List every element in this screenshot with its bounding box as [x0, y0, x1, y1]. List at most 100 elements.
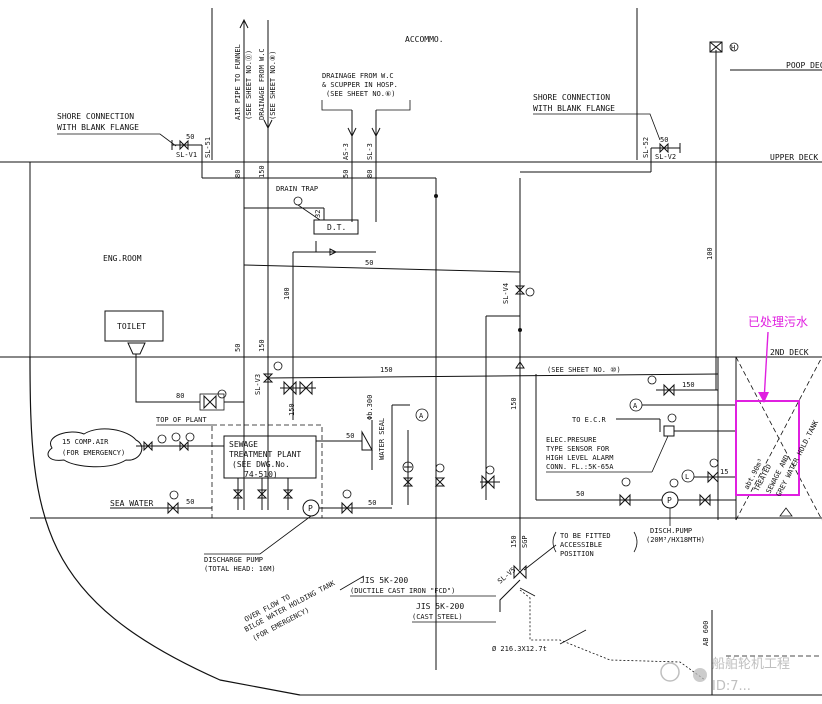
- stp-pump-letter: P: [308, 504, 313, 513]
- watermark-avatar-icon: [693, 668, 707, 682]
- hull-shell: [29, 356, 301, 696]
- fitted-note: TO BE FITTED ACCESSIBLE POSITION: [523, 531, 638, 571]
- elec-leader: [651, 435, 669, 473]
- sl-v1-tag: SL-V1: [176, 151, 197, 159]
- jis-cast-material: (CAST STEEL): [412, 613, 463, 621]
- drainage-wc-arrow-icon: [263, 119, 273, 130]
- annotation-arrow-line: [763, 331, 769, 402]
- pipe-150-upper: [267, 373, 719, 379]
- overflow-leader: [339, 575, 365, 591]
- stp-outline: [211, 424, 323, 519]
- overboard-hatched-pipe: [519, 589, 706, 681]
- shore-right-leader: [533, 113, 661, 141]
- shore-connection-left: SHORE CONNECTION WITH BLANK FLANGE 50 SL…: [57, 112, 212, 178]
- tank-highlight-box: [735, 400, 800, 496]
- jis-ductile-material: (DUCTILE CAST IRON "FCD"): [350, 587, 455, 595]
- overboard-hatch-edge: [519, 587, 536, 597]
- shore-right-subtitle: WITH BLANK FLANGE: [533, 104, 615, 113]
- drain-trap-check-icon: [329, 248, 338, 256]
- junction-dot: [434, 194, 438, 198]
- suction-valve-tag-icon: [621, 477, 631, 487]
- drainage-wc-sheet-label: (SEE SHEET NO.⑧): [269, 51, 277, 121]
- pipe-50-size: 50: [365, 259, 373, 267]
- drainage-hospital: DRAINAGE FROM W.C & SCUPPER IN HOSP. (SE…: [321, 72, 411, 222]
- toilet-drain-pipe: [135, 354, 200, 403]
- overflow-annotation: OVER FLOW TO BILGE WATER HOLDING TANK (F…: [243, 575, 496, 643]
- elec-label-3: HIGH LEVEL ALARM: [546, 454, 613, 462]
- valve-490-icon: [481, 474, 495, 490]
- pipe-spec-label: Ø 216.3X12.7t: [492, 645, 547, 653]
- stp-pump-valve-icon: [341, 501, 353, 515]
- drain-trap: DRAIN TRAP D.T. 32 100: [244, 185, 376, 420]
- comp-air-sub: (FOR EMERGENCY): [62, 449, 125, 457]
- air-pipe-arrow-icon: [239, 18, 249, 29]
- disch-pump-right-label: DISCH.PUMP: [650, 527, 692, 535]
- valve-714-tag-icon: [709, 458, 719, 468]
- fitted-label-1: TO BE FITTED: [560, 532, 611, 540]
- watermark-title: 船舶轮机工程: [712, 656, 790, 672]
- sewage-treatment-plant: SEWAGE TREATMENT PLANT (SEE DWG.No. 74-5…: [156, 416, 362, 519]
- fitted-label-2: ACCESSIBLE: [560, 541, 602, 549]
- comp-air-tag-1-icon: [157, 434, 167, 444]
- marker-a-seal: A: [419, 412, 424, 420]
- vent-head-icon: [709, 41, 723, 53]
- water-seal: Φb.300 WATER SEAL A: [361, 395, 429, 505]
- sl-3-tag: SL-3: [366, 143, 374, 160]
- water-seal-label: WATER SEAL: [378, 418, 386, 460]
- dt-label: D.T.: [327, 223, 346, 232]
- comp-air-label: 15 COMP.AIR: [62, 438, 109, 446]
- water-seal-icon: [361, 430, 373, 451]
- structure: [0, 8, 822, 696]
- pipe-150-upper-size: 150: [380, 366, 393, 374]
- drainage-wc-size: 150: [258, 165, 266, 178]
- valve-408-icon: [402, 477, 414, 487]
- air-pipe-size-lower: 50: [234, 344, 242, 352]
- valve-306-icon: [299, 380, 313, 396]
- level-gauge-icon: [681, 469, 695, 483]
- jis-cast-label: JIS 5K-200: [416, 602, 464, 611]
- level-sensor-icon: [663, 425, 675, 437]
- toilet-label: TOILET: [117, 322, 146, 331]
- vertical-150-check-icon: [515, 361, 525, 369]
- drainage-hosp-bracket-r: [376, 100, 411, 111]
- see-sheet-10-label: (SEE SHEET NO. ⑩): [547, 366, 621, 374]
- pump-right-tag-icon: [669, 478, 679, 488]
- shore-left-leader: [57, 133, 177, 147]
- air-pipe-size: 80: [234, 170, 242, 178]
- jis-ductile-label: JIS 5K-200: [360, 576, 408, 585]
- sl-3-size: 80: [366, 170, 374, 178]
- stp-dwg: (SEE DWG.No.: [232, 460, 290, 469]
- overboard-size: 150: [510, 535, 518, 548]
- stp-pump-valve-tag-icon: [342, 489, 352, 499]
- disch-pump-right-letter: P: [667, 496, 672, 505]
- junction-dot-2: [518, 328, 522, 332]
- sl-v3-assembly: SL-V3 150: [254, 361, 316, 416]
- vent-100-size: 100: [706, 247, 714, 260]
- sea-water-discharge: SEA WATER 50 P 50 DISCHARGE PUMP (TOTAL …: [110, 489, 392, 573]
- drain-100-size: 100: [283, 287, 291, 300]
- comp-air-tag-3-icon: [185, 432, 195, 442]
- second-deck-label: 2ND DECK: [770, 348, 809, 357]
- eng-room-label: ENG.ROOM: [103, 254, 142, 263]
- watermark-id: ID:7...: [712, 679, 755, 694]
- drainage-wc-size-lower: 150: [258, 339, 266, 352]
- treated-sewage-annotation: 已处理污水: [748, 315, 808, 329]
- stp-valve-1-icon: [232, 489, 244, 499]
- toilet-valve-icon: [203, 394, 217, 410]
- stp-valve-2-icon: [256, 489, 268, 499]
- sl-v3-size: 150: [288, 403, 296, 416]
- toilet: TOILET 80: [104, 310, 244, 411]
- drainage-hosp-bracket-l: [321, 100, 352, 111]
- level-gauge-letter: L: [685, 473, 689, 481]
- gauge-408-icon: [402, 461, 414, 473]
- sgp-label: SGP: [521, 535, 529, 548]
- sheet-10-valve-icon: [663, 383, 675, 397]
- drainage-hosp-sheet: (SEE SHEET NO.⑥): [326, 90, 396, 98]
- ab-600-label: AB 600: [702, 621, 710, 646]
- upper-deck-label: UPPER DECK: [770, 153, 818, 162]
- elec-label-4: CONN. FL.:5K-65A: [546, 463, 614, 471]
- drainage-hosp-subtitle: & SCUPPER IN HOSP.: [322, 81, 398, 89]
- drain-trap-label: DRAIN TRAP: [276, 185, 318, 193]
- toilet-bowl-icon: [127, 342, 146, 355]
